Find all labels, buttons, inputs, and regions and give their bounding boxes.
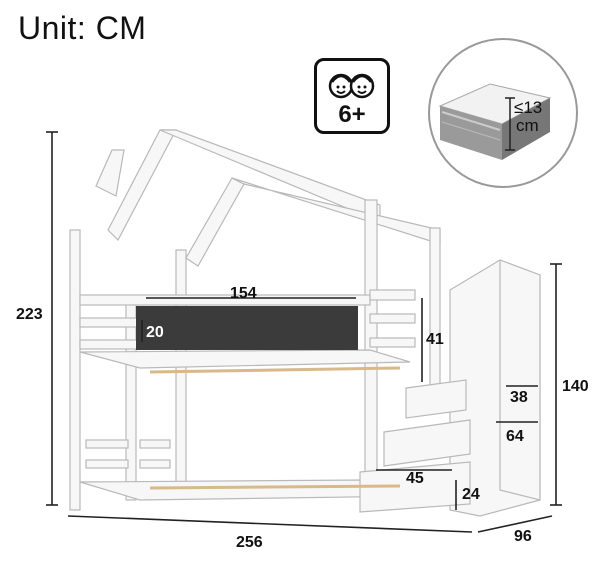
dim-length-total: 256 (236, 534, 263, 551)
dim-step-depth: 38 (510, 389, 528, 406)
age-badge: 6+ (314, 58, 390, 134)
dim-depth: 96 (514, 528, 532, 545)
dim-stairs-width: 64 (506, 428, 524, 445)
kids-faces-icon (328, 73, 375, 99)
dim-guard-height: 20 (146, 324, 164, 341)
guard-panel (136, 306, 358, 350)
roof-right (159, 129, 381, 223)
mattress-illustration (438, 83, 552, 160)
chimney (95, 149, 125, 197)
dim-stairs-height: 140 (562, 378, 589, 395)
dim-height-total: 223 (16, 306, 43, 323)
dim-opening: 41 (426, 331, 444, 348)
dimension-lines (46, 131, 562, 533)
dim-step-height: 24 (462, 486, 480, 503)
mattress-thickness-unit: cm (516, 116, 539, 135)
post-front-left (69, 229, 81, 511)
dim-guard-length: 154 (230, 285, 257, 302)
age-badge-text: 6+ (338, 101, 366, 128)
bed-slats (149, 366, 401, 490)
mattress-thickness-sym: ≤13 (514, 98, 543, 117)
unit-label: Unit: CM (18, 10, 147, 46)
dim-drawer-width: 45 (406, 470, 424, 487)
mattress-detail: ≤13 cm (428, 38, 578, 188)
